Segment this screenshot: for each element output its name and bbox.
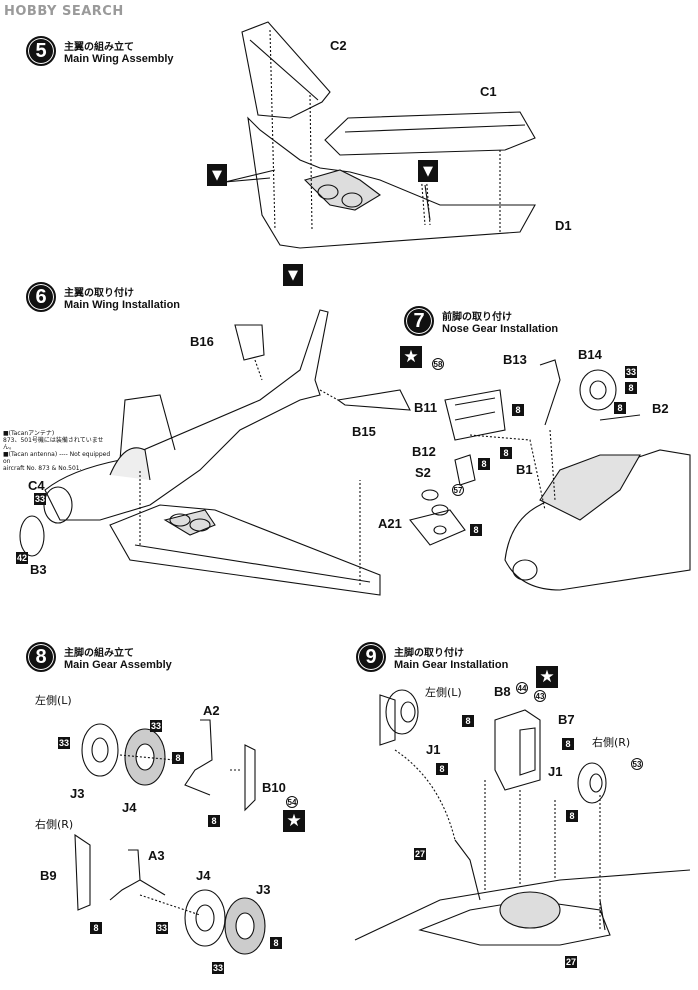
- paint-code: 33: [212, 962, 224, 974]
- paint-code: 54: [286, 796, 298, 808]
- paint-code: 8: [172, 752, 184, 764]
- part-label-b9: B9: [40, 868, 57, 883]
- part-label-a2: A2: [203, 703, 220, 718]
- part-label-b13: B13: [503, 352, 527, 367]
- paint-code: 8: [462, 715, 474, 727]
- side-label-left: 左側(L): [425, 686, 462, 699]
- paint-code: 27: [565, 956, 577, 968]
- part-label-b8: B8: [494, 684, 511, 699]
- part-label-b15: B15: [352, 424, 376, 439]
- step-number: 9: [356, 642, 386, 672]
- paint-code: 8: [208, 815, 220, 827]
- part-label-b7: B7: [558, 712, 575, 727]
- paint-code: 8: [270, 937, 282, 949]
- paint-code: 8: [478, 458, 490, 470]
- paint-code: 8: [614, 402, 626, 414]
- paint-code: 43: [534, 690, 546, 702]
- part-label-d1: D1: [555, 218, 572, 233]
- paint-code: 57: [452, 484, 464, 496]
- star-icon: ★: [536, 666, 558, 688]
- step-title-jp: 主脚の組み立て: [64, 647, 134, 659]
- step-number: 5: [26, 36, 56, 66]
- step-number: 8: [26, 642, 56, 672]
- paint-code: 8: [566, 810, 578, 822]
- part-label-j1-right: J1: [548, 764, 563, 779]
- part-label-b11: B11: [414, 400, 438, 415]
- part-label-j4-left: J4: [122, 800, 137, 815]
- step-5-header: 5 主翼の組み立て Main Wing Assembly: [26, 36, 174, 66]
- paint-code: 8: [470, 524, 482, 536]
- paint-code: 58: [432, 358, 444, 370]
- paint-code: 8: [625, 382, 637, 394]
- step-title-jp: 主脚の取り付け: [394, 647, 464, 659]
- step-title-jp: 主翼の取り付け: [64, 287, 134, 299]
- part-label-c2: C2: [330, 38, 347, 53]
- step-title-jp: 主翼の組み立て: [64, 41, 134, 53]
- paint-code: 33: [625, 366, 637, 378]
- part-label-b2: B2: [652, 401, 669, 416]
- step-title-jp: 前脚の取り付け: [442, 311, 512, 323]
- part-label-c1: C1: [480, 84, 497, 99]
- note-line: aircraft No. 873 & No.501.: [3, 465, 82, 472]
- watermark: HOBBY SEARCH: [4, 4, 124, 19]
- step-title-en: Main Gear Assembly: [64, 658, 172, 671]
- step-7-header: 7 前脚の取り付け Nose Gear Installation: [404, 306, 558, 336]
- paint-code: 8: [562, 738, 574, 750]
- tacan-antenna-note: ■(Tacanアンテナ) 873、501号機には装備されていません。 ■(Tac…: [3, 430, 115, 472]
- step-6-header: 6 主翼の取り付け Main Wing Installation: [26, 282, 180, 312]
- step-title-en: Main Wing Assembly: [64, 52, 174, 65]
- side-label-right: 右側(R): [592, 736, 631, 749]
- paint-code: 44: [516, 682, 528, 694]
- part-label-b3: B3: [30, 562, 47, 577]
- star-icon: ★: [400, 346, 422, 368]
- part-label-a21: A21: [378, 516, 402, 531]
- part-label-j4-right: J4: [196, 868, 211, 883]
- paint-code: 33: [58, 737, 70, 749]
- step-number: 6: [26, 282, 56, 312]
- paint-code: 8: [436, 763, 448, 775]
- part-label-a3: A3: [148, 848, 165, 863]
- part-label-c4: C4: [28, 478, 45, 493]
- paint-code: 33: [156, 922, 168, 934]
- paint-code: 8: [500, 447, 512, 459]
- part-label-b1: B1: [516, 462, 533, 477]
- side-label-left: 左側(L): [35, 694, 72, 707]
- paint-code: 33: [34, 493, 46, 505]
- paint-code: 8: [90, 922, 102, 934]
- drill-hole-icon: ▼: [207, 164, 227, 186]
- paint-code: 42: [16, 552, 28, 564]
- part-label-b12: B12: [412, 444, 436, 459]
- note-line: 873、501号機には装備されていません。: [3, 437, 104, 451]
- drill-hole-icon: ▼: [418, 160, 438, 182]
- part-label-j1-left: J1: [426, 742, 441, 757]
- star-icon: ★: [283, 810, 305, 832]
- part-label-b14: B14: [578, 347, 602, 362]
- paint-code: 27: [414, 848, 426, 860]
- note-line: ■(Tacan antenna) ---- Not equipped on: [3, 451, 111, 465]
- step-8-header: 8 主脚の組み立て Main Gear Assembly: [26, 642, 172, 672]
- part-label-s2: S2: [415, 465, 431, 480]
- part-label-j3-left: J3: [70, 786, 85, 801]
- paint-code: 8: [512, 404, 524, 416]
- side-label-right: 右側(R): [35, 818, 74, 831]
- part-label-b16: B16: [190, 334, 214, 349]
- step-title-en: Main Wing Installation: [64, 298, 181, 311]
- part-label-j3-right: J3: [256, 882, 271, 897]
- step-number: 7: [404, 306, 434, 336]
- step-9-header: 9 主脚の取り付け Main Gear Installation: [356, 642, 508, 672]
- note-line: ■(Tacanアンテナ): [3, 430, 55, 437]
- paint-code: 53: [631, 758, 643, 770]
- step-title-en: Nose Gear Installation: [442, 322, 559, 335]
- paint-code: 33: [150, 720, 162, 732]
- part-label-b10: B10: [262, 780, 286, 795]
- drill-hole-icon: ▼: [283, 264, 303, 286]
- step-title-en: Main Gear Installation: [394, 658, 509, 671]
